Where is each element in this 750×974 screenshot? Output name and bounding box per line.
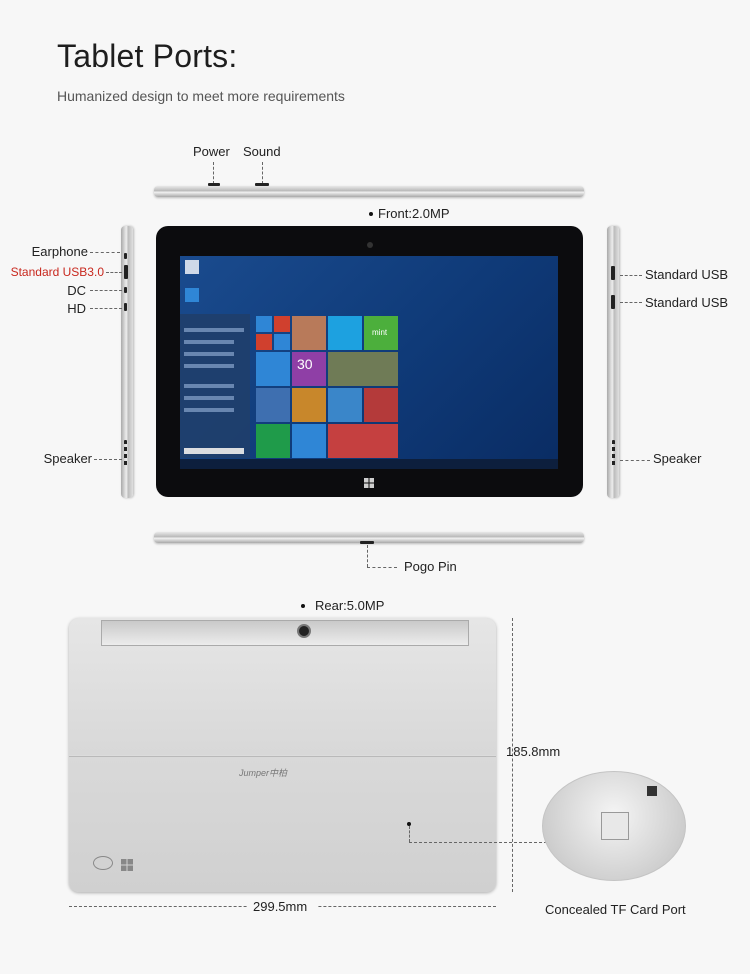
left-speaker-leader <box>94 459 122 460</box>
taskbar <box>180 459 558 469</box>
front-camera-label: Front:2.0MP <box>378 206 450 221</box>
desktop-icon <box>185 288 199 302</box>
hd-port <box>124 303 127 311</box>
usb-port-2 <box>611 295 615 309</box>
page-title: Tablet Ports: <box>57 38 238 74</box>
back-lower-panel <box>69 756 496 892</box>
height-dimension-line <box>512 618 513 892</box>
calendar-tile: 30 <box>292 352 326 386</box>
usb1-leader <box>620 275 642 276</box>
start-menu <box>180 314 250 458</box>
tf-corner <box>647 786 657 796</box>
photo-tile <box>292 316 326 350</box>
usb2-label: Standard USB <box>645 295 729 310</box>
mint-tile-text: mint <box>372 328 388 337</box>
photos-tile <box>328 352 398 386</box>
tf-leader-h <box>409 842 547 843</box>
tablet-left-edge <box>121 226 133 498</box>
tile <box>256 316 272 332</box>
game-tile <box>292 388 326 422</box>
tablet-top-edge <box>154 186 584 197</box>
left-speaker-grille <box>124 440 127 466</box>
tile <box>274 316 290 332</box>
dc-leader <box>90 290 122 291</box>
usb3-port <box>124 265 128 279</box>
store-tile <box>256 424 290 458</box>
usb3-label: Standard USB3.0 <box>10 265 104 279</box>
windows-logo-icon <box>121 858 133 871</box>
usb-port-1 <box>611 266 615 280</box>
front-camera-marker <box>369 212 373 216</box>
tablet-back: Jumper中柏 <box>69 618 496 892</box>
tf-port-marker <box>407 822 411 826</box>
left-speaker-label: Speaker <box>43 451 92 466</box>
tablet-bottom-edge <box>154 532 584 543</box>
weather-tile <box>292 424 326 458</box>
mail-tile <box>256 352 290 386</box>
hd-label: HD <box>67 301 86 316</box>
earphone-label: Earphone <box>31 244 88 259</box>
tile <box>256 388 290 422</box>
tf-card-zoom <box>542 771 686 881</box>
width-dimension-label: 299.5mm <box>253 899 308 914</box>
tile <box>256 334 272 350</box>
windows-home-icon <box>364 475 374 488</box>
pogo-pin-label: Pogo Pin <box>404 559 457 574</box>
desktop-icon <box>185 260 199 274</box>
calendar-tile-text: 30 <box>297 356 313 372</box>
camera-strip <box>101 620 469 646</box>
usb1-label: Standard USB <box>645 267 729 282</box>
right-speaker-grille <box>612 440 615 466</box>
pogo-leader-v <box>367 545 368 567</box>
mint-tile: mint <box>364 316 398 350</box>
earphone-port <box>124 253 127 259</box>
power-button <box>208 183 220 186</box>
right-speaker-leader <box>620 460 650 461</box>
usb3-leader <box>106 272 122 273</box>
right-speaker-label: Speaker <box>653 451 702 466</box>
hd-leader <box>90 308 122 309</box>
rear-camera-lens <box>297 624 311 638</box>
rear-camera-label: Rear:5.0MP <box>315 598 385 613</box>
usb2-leader <box>620 302 642 303</box>
intel-logo <box>93 856 113 870</box>
office-tile <box>364 388 398 422</box>
dc-port <box>124 287 127 293</box>
front-camera-lens <box>367 242 373 248</box>
news-tile <box>328 424 398 458</box>
tablet-right-edge <box>607 226 619 498</box>
tile <box>274 334 290 350</box>
pogo-leader-h <box>367 567 397 568</box>
twitter-tile <box>328 316 362 350</box>
page-subtitle: Humanized design to meet more requiremen… <box>57 88 345 104</box>
tablet-screen: mint 30 <box>180 256 558 469</box>
tf-leader-v <box>409 826 410 842</box>
dc-label: DC <box>67 283 86 298</box>
power-leader <box>213 162 214 184</box>
rear-camera-marker <box>301 604 305 608</box>
sound-label: Sound <box>243 144 281 159</box>
tf-port-label: Concealed TF Card Port <box>545 902 686 917</box>
earphone-leader <box>90 252 120 253</box>
movie-tile <box>328 388 362 422</box>
brand-logo: Jumper中柏 <box>239 768 288 778</box>
height-dimension-label: 185.8mm <box>506 744 561 759</box>
pogo-pin-connector <box>360 541 374 544</box>
power-label: Power <box>193 144 230 159</box>
width-dim-bg <box>248 897 318 915</box>
tf-card-slot <box>601 812 629 840</box>
sound-leader <box>262 162 263 184</box>
sound-button <box>255 183 269 186</box>
